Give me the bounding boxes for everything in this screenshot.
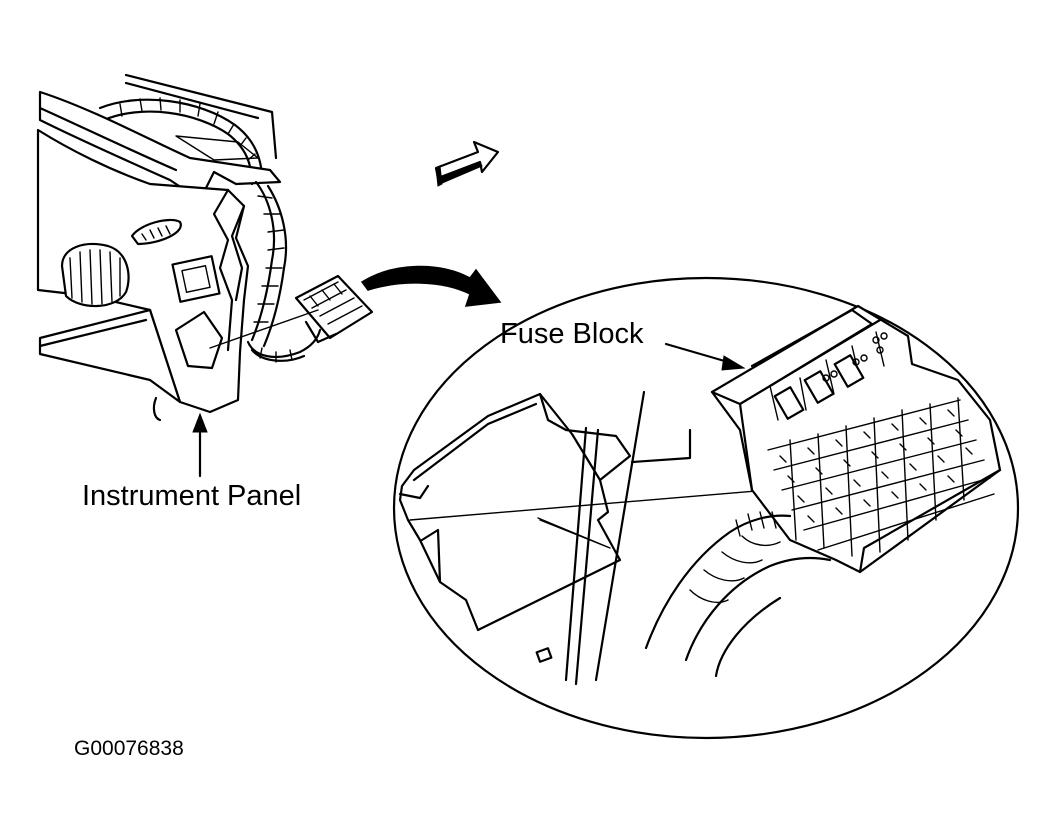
round-air-vent (60, 242, 130, 308)
direction-arrow-icon (434, 140, 500, 187)
detail-magnifier (392, 276, 1020, 740)
leader-arrow-icon (192, 342, 746, 478)
wiring-harness-right (246, 180, 322, 363)
fuse-block-illustration (710, 304, 1002, 574)
fuse-block-label: Fuse Block (500, 318, 644, 350)
vent-slot (130, 218, 182, 246)
wiring-harness-top (98, 97, 264, 186)
panel-opening (174, 310, 224, 370)
curved-arrow-icon (360, 265, 502, 307)
instrument-panel-illustration (36, 73, 374, 422)
harness-connector (294, 274, 374, 344)
instrument-panel-label: Instrument Panel (82, 480, 302, 512)
fuse-block-harness (644, 511, 832, 678)
figure-id: G00076838 (74, 737, 184, 760)
mounting-bracket (398, 392, 632, 632)
panel-switch (171, 255, 221, 303)
